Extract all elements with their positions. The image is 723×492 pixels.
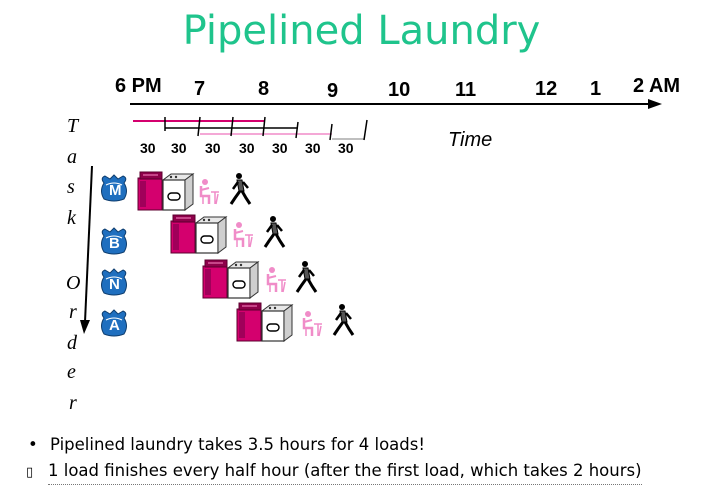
folder-person-icon xyxy=(199,177,221,206)
duration-label: 30 xyxy=(171,140,187,156)
load-letter: N xyxy=(109,276,120,293)
dryer-icon xyxy=(261,304,293,342)
bullet-text: Pipelined laundry takes 3.5 hours for 4 … xyxy=(50,435,425,454)
svg-text:d: d xyxy=(67,332,78,354)
washer-icon xyxy=(202,259,228,299)
duration-label: 30 xyxy=(239,140,255,156)
duration-label: 30 xyxy=(305,140,321,156)
tick-9: 9 xyxy=(327,80,338,102)
time-axis-arrow xyxy=(130,99,662,109)
duration-label: 30 xyxy=(140,140,156,156)
duration-label: 30 xyxy=(205,140,221,156)
time-axis-label: Time xyxy=(448,129,492,151)
folder-person-icon xyxy=(302,309,324,338)
walking-person-icon xyxy=(295,259,318,294)
load-letter: M xyxy=(109,182,122,199)
tick-11: 11 xyxy=(455,79,476,101)
tick-10: 10 xyxy=(388,79,410,101)
svg-text:T: T xyxy=(67,115,80,137)
svg-text:r: r xyxy=(69,301,77,323)
svg-text:a: a xyxy=(67,146,77,168)
bullet-list: • Pipelined laundry takes 3.5 hours for 4… xyxy=(26,434,642,486)
bullet-mark: ▯ xyxy=(26,465,34,480)
tick-12: 12 xyxy=(535,78,557,100)
dryer-icon xyxy=(195,216,227,254)
svg-text:k: k xyxy=(67,207,77,229)
washer-icon xyxy=(170,214,196,254)
load-row-a: A xyxy=(101,302,355,342)
bullet-mark: • xyxy=(28,435,38,454)
dryer-icon xyxy=(162,173,194,211)
folder-person-icon xyxy=(233,220,255,249)
page-title: Pipelined Laundry xyxy=(182,8,541,54)
duration-label: 30 xyxy=(338,140,354,156)
task-order-arrow xyxy=(80,165,93,334)
load-row-n: N xyxy=(101,259,318,299)
bullet-item: • Pipelined laundry takes 3.5 hours for 4… xyxy=(28,434,642,460)
load-row-b: B xyxy=(101,214,286,255)
bullet-item: ▯ 1 load finishes every half hour (after … xyxy=(26,460,642,486)
duration-label: 30 xyxy=(272,140,288,156)
walking-person-icon xyxy=(332,302,355,337)
washer-icon xyxy=(236,302,262,342)
tick-6pm: 6 PM xyxy=(115,75,162,97)
svg-text:O: O xyxy=(66,272,80,294)
walking-person-icon xyxy=(263,214,286,249)
tick-2am: 2 AM xyxy=(633,75,680,97)
duration-bars xyxy=(133,116,368,141)
dryer-icon xyxy=(227,261,259,299)
load-letter: A xyxy=(109,317,120,334)
bullet-text: 1 load finishes every half hour (after t… xyxy=(48,460,642,485)
washer-icon xyxy=(137,171,163,211)
load-row-m: M xyxy=(101,171,252,211)
tick-8: 8 xyxy=(258,78,269,100)
tick-7: 7 xyxy=(194,78,205,100)
svg-text:s: s xyxy=(67,176,75,198)
svg-text:r: r xyxy=(69,392,77,414)
svg-text:e: e xyxy=(67,361,76,383)
task-order-label: T a s k O r d e r xyxy=(66,115,80,414)
walking-person-icon xyxy=(229,171,252,206)
tick-1: 1 xyxy=(590,78,601,100)
load-letter: B xyxy=(109,235,120,252)
folder-person-icon xyxy=(266,265,288,294)
